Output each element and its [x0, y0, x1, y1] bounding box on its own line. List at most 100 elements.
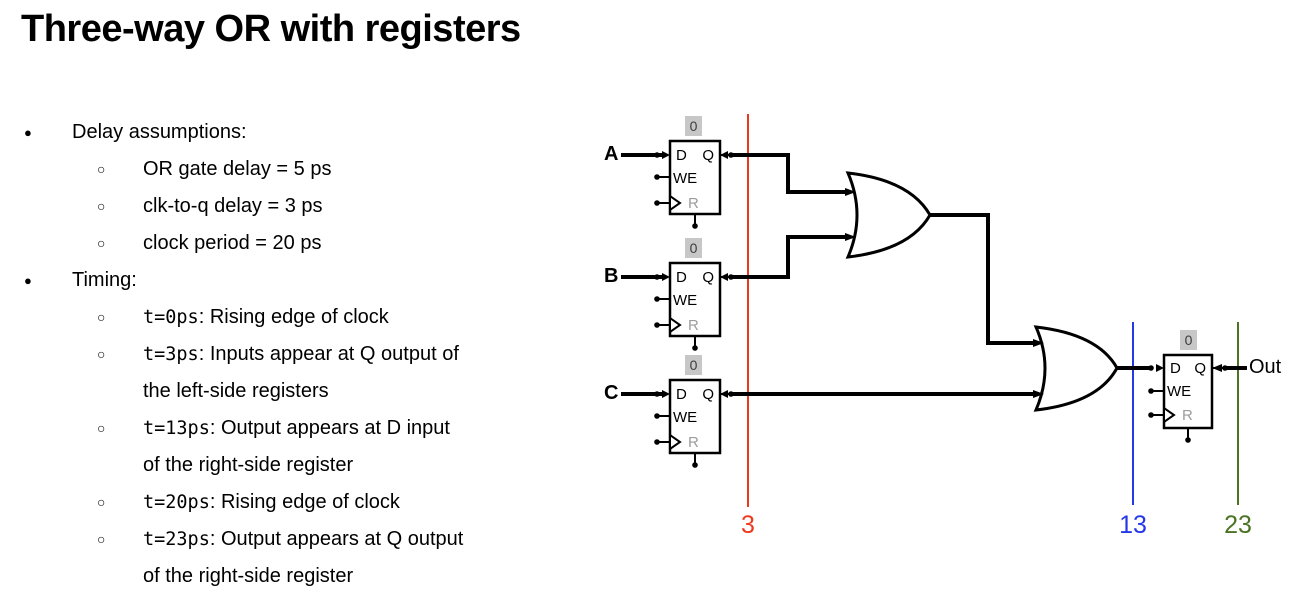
reset-port-label: R: [688, 434, 699, 451]
q-arrow-icon: [720, 273, 728, 281]
timeline-13ps-label: 13: [1119, 511, 1147, 539]
register-box: [1162, 353, 1214, 430]
list-item: ○ t=20ps: Rising edge of clock: [0, 484, 570, 521]
stub-dot: [654, 439, 660, 445]
list-item-text: t=23ps: Output appears at Q output of th…: [143, 521, 463, 595]
d-port-label: D: [1170, 360, 1181, 377]
register-a: 0 D Q WE R: [654, 116, 734, 229]
stub-dot: [692, 462, 698, 468]
register-out: 0 D Q WE R: [1148, 330, 1228, 443]
or-gate-2: [1033, 325, 1119, 412]
register-value-badge: [1180, 330, 1197, 350]
list-item: ○ t=13ps: Output appears at D input of t…: [0, 410, 570, 484]
list-item-text: Delay assumptions:: [72, 121, 247, 143]
list-item: ● Timing:: [0, 262, 570, 299]
wire-or1-to-or2: [930, 213, 1033, 345]
q-arrow-icon: [720, 390, 728, 398]
register-value-badge: [685, 238, 702, 258]
we-port-label: WE: [673, 170, 697, 187]
output-label-out: Out: [1249, 356, 1282, 378]
reset-port-label: R: [688, 317, 699, 334]
time-desc: : Inputs appear at Q output of the left-…: [143, 343, 459, 402]
input-label-a: A: [604, 143, 619, 165]
timeline-3ps-label: 3: [741, 511, 755, 539]
time-desc: : Output appears at D input of the right…: [143, 417, 450, 476]
register-value-badge: [685, 355, 702, 375]
bullet-icon: ○: [97, 494, 106, 510]
input-label-b: B: [604, 265, 619, 287]
time-desc: : Rising edge of clock: [198, 306, 389, 328]
d-port-label: D: [676, 147, 687, 164]
time-code: t=3ps: [143, 344, 199, 365]
q-port-label: Q: [702, 386, 714, 403]
register-b: 0 D Q WE R: [654, 238, 734, 351]
wire-regb-to-or1: [731, 235, 845, 279]
list-item-text: Timing:: [72, 269, 137, 291]
list-item: ○ t=23ps: Output appears at Q output of …: [0, 521, 570, 595]
q-port-label: Q: [702, 147, 714, 164]
bullet-icon: ●: [24, 273, 32, 288]
stub-dot: [654, 174, 660, 180]
list-item: ○ t=0ps: Rising edge of clock: [0, 299, 570, 336]
reset-port-label: R: [688, 195, 699, 212]
register-value: 0: [690, 240, 698, 256]
d-port-label: D: [676, 386, 687, 403]
bullet-icon: ○: [97, 161, 106, 177]
list-item: ○ t=3ps: Inputs appear at Q output of th…: [0, 336, 570, 410]
stub-dot: [692, 223, 698, 229]
stub-dot: [1148, 388, 1154, 394]
list-item-text: OR gate delay = 5 ps: [143, 158, 332, 180]
arrow-icon: [845, 188, 856, 196]
arrow-icon: [845, 233, 856, 241]
stub-dot: [1185, 437, 1191, 443]
q-port-label: Q: [1194, 360, 1206, 377]
list-item-text: t=20ps: Rising edge of clock: [143, 484, 400, 521]
register-c: 0 D Q WE R: [654, 355, 734, 468]
page-title: Three-way OR with registers: [21, 8, 521, 50]
timeline-23ps-label: 23: [1224, 511, 1252, 539]
register-value: 0: [690, 357, 698, 373]
bullet-list: ● Delay assumptions: ○ OR gate delay = 5…: [0, 114, 570, 595]
we-port-label: WE: [673, 292, 697, 309]
register-value: 0: [1185, 332, 1193, 348]
arrow-icon: [1033, 390, 1044, 398]
bullet-icon: ○: [97, 198, 106, 214]
stub-dot: [654, 413, 660, 419]
q-arrow-icon: [1212, 364, 1222, 372]
stub-dot: [654, 296, 660, 302]
bullet-icon: ○: [97, 420, 106, 436]
d-port-label: D: [676, 269, 687, 286]
time-desc: : Output appears at Q output of the righ…: [143, 528, 464, 587]
list-item-text: t=0ps: Rising edge of clock: [143, 299, 389, 336]
bullet-icon: ●: [24, 125, 32, 140]
list-item: ○ clock period = 20 ps: [0, 225, 570, 262]
stub-dot: [1148, 412, 1154, 418]
input-label-c: C: [604, 382, 619, 404]
q-port-label: Q: [702, 269, 714, 286]
wire-rega-to-or1: [731, 153, 845, 194]
reset-port-label: R: [1182, 407, 1193, 424]
list-item-text: t=3ps: Inputs appear at Q output of the …: [143, 336, 459, 410]
time-code: t=13ps: [143, 418, 210, 439]
time-code: t=23ps: [143, 529, 210, 550]
register-value: 0: [690, 118, 698, 134]
time-desc: : Rising edge of clock: [209, 491, 400, 513]
d-arrow-icon: [1156, 364, 1164, 372]
bullet-icon: ○: [97, 235, 106, 251]
q-arrow-icon: [720, 151, 728, 159]
stub-dot: [654, 322, 660, 328]
list-item: ● Delay assumptions:: [0, 114, 570, 151]
bullet-icon: ○: [97, 309, 106, 325]
list-item: ○ OR gate delay = 5 ps: [0, 151, 570, 188]
stub-dot: [654, 200, 660, 206]
list-item: ○ clk-to-q delay = 3 ps: [0, 188, 570, 225]
bullet-icon: ○: [97, 346, 106, 362]
bullet-icon: ○: [97, 531, 106, 547]
list-item-text: t=13ps: Output appears at D input of the…: [143, 410, 450, 484]
arrow-icon: [1033, 339, 1044, 347]
we-port-label: WE: [673, 409, 697, 426]
list-item-text: clk-to-q delay = 3 ps: [143, 195, 323, 217]
we-port-label: WE: [1167, 383, 1191, 400]
time-code: t=0ps: [143, 307, 199, 328]
